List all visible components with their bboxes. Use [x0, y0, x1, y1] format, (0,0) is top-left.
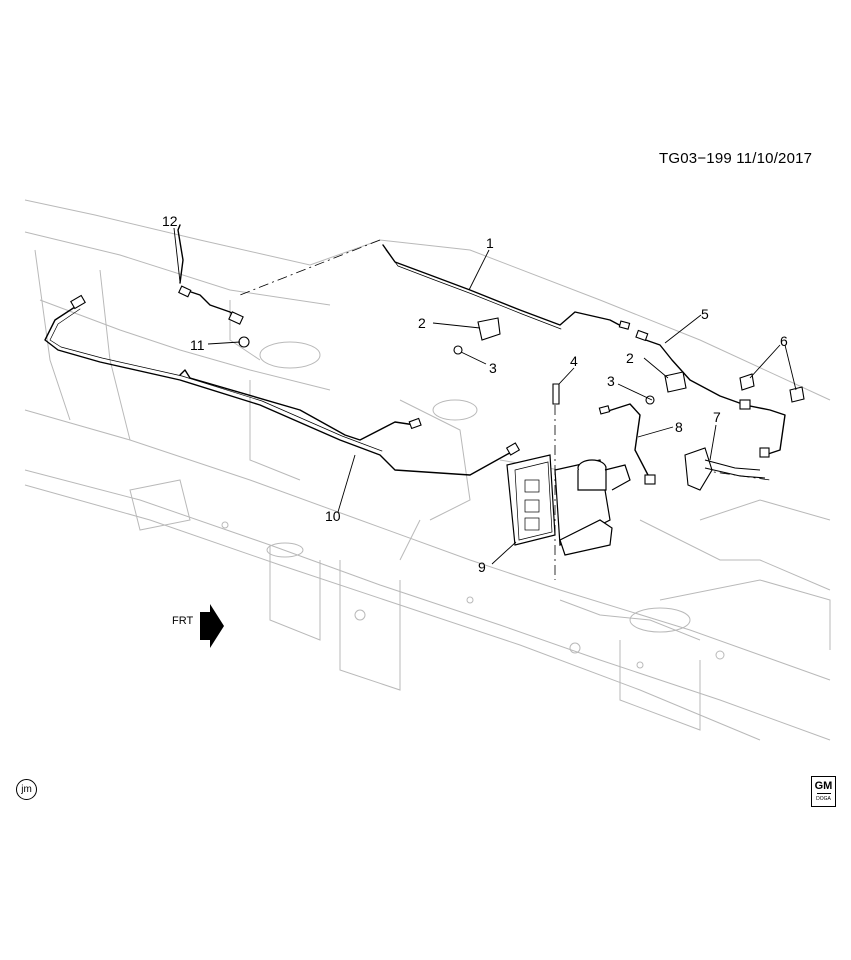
- callout-11: 11: [190, 337, 205, 353]
- callout-7: 7: [713, 409, 721, 425]
- bracket-2-b: [664, 371, 687, 393]
- callout-2-b: 2: [626, 350, 634, 366]
- diagram-code: TG03−199 11/10/2017: [659, 150, 813, 167]
- callout-5: 5: [701, 306, 709, 322]
- clip-11: [238, 336, 250, 348]
- bolt-3-a: [453, 345, 463, 355]
- line-10: [44, 304, 516, 476]
- front-direction-arrow: FRT: [172, 604, 224, 648]
- bracket-2-a: [477, 317, 501, 341]
- clip-6-b: [789, 386, 805, 403]
- callout-6: 6: [780, 333, 788, 349]
- line-12: [177, 224, 184, 284]
- brackets: [238, 317, 805, 405]
- valve-7: [684, 447, 766, 491]
- reference-dash-lines: [239, 239, 771, 580]
- callout-12: 12: [162, 213, 178, 229]
- callout-1: 1: [486, 235, 494, 251]
- line-1: [382, 244, 626, 329]
- callout-4: 4: [570, 353, 578, 369]
- callout-2-a: 2: [418, 315, 426, 331]
- callout-9: 9: [478, 559, 486, 575]
- bolt-4: [552, 383, 560, 405]
- jm-mark: jm: [16, 779, 37, 800]
- line-mid: [179, 369, 416, 441]
- callout-numbers: 1 2 3 4 5 2 3 6 7 8 9 10 11 12: [162, 213, 788, 575]
- gm-logo-underline: [816, 793, 831, 794]
- bolt-3-b: [645, 395, 655, 405]
- frt-label: FRT: [172, 615, 193, 627]
- fittings: [70, 285, 770, 485]
- module-9: [506, 454, 631, 556]
- leader-lines: [173, 227, 797, 565]
- gm-logo-sub: DOGA: [816, 796, 831, 802]
- callout-8: 8: [675, 419, 683, 435]
- gm-logo-text: GM: [814, 780, 833, 792]
- line-5: [639, 337, 746, 406]
- callout-10: 10: [325, 508, 341, 524]
- gm-logo: GM DOGA: [811, 776, 836, 807]
- line-6: [744, 404, 786, 456]
- callout-3-b: 3: [607, 373, 615, 389]
- line-10-inner: [49, 308, 383, 452]
- line-1-inner: [385, 249, 562, 330]
- callout-3-a: 3: [489, 360, 497, 376]
- line-routing: [44, 224, 786, 481]
